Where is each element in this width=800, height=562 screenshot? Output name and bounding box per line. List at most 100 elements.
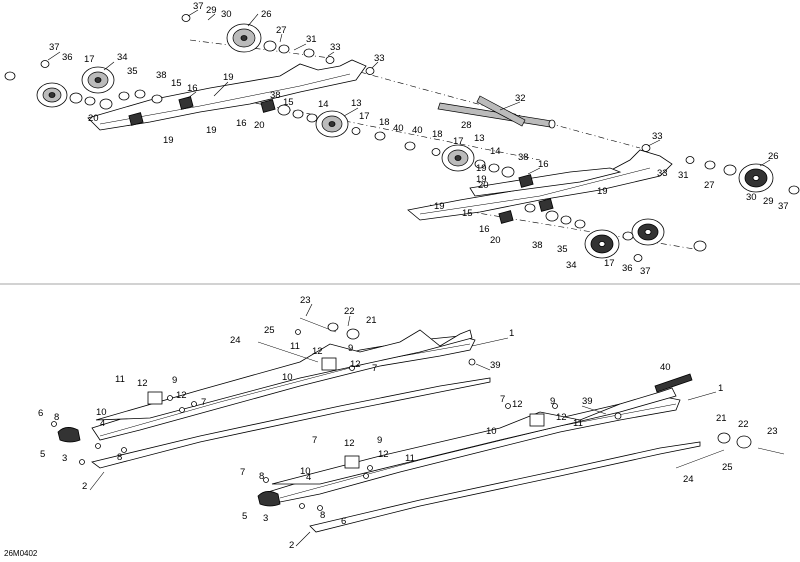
bottom-callouts: 23 22 21 25 24 11 12 1 9 12 39 10 7 11 1… (38, 295, 778, 551)
callout-label: 7 (201, 397, 206, 408)
stopper-block (321, 357, 337, 371)
callout-label: 36 (62, 52, 73, 63)
idler-wheel (631, 218, 665, 246)
stopper-block (147, 391, 163, 405)
end-cap (257, 491, 281, 507)
callout-label: 23 (300, 295, 311, 306)
callout-label: 27 (704, 180, 715, 191)
callout-label: 16 (187, 83, 198, 94)
stopper-block (529, 413, 545, 427)
callout-label: 40 (412, 125, 423, 136)
callout-label: 29 (763, 196, 774, 207)
stopper-block (344, 455, 360, 469)
callout-label: 27 (276, 25, 287, 36)
callout-label: 2 (82, 481, 87, 492)
callout-label: 11 (115, 374, 125, 385)
callout-label: 11 (290, 341, 300, 352)
callout-label: 6 (38, 408, 43, 419)
callout-label: 37 (778, 201, 789, 212)
callout-label: 1 (718, 383, 723, 394)
callout-label: 7 (500, 394, 505, 405)
leader-lines (47, 9, 771, 547)
end-cap (57, 427, 81, 443)
idler-wheel (441, 144, 475, 172)
callout-label: 10 (486, 426, 497, 437)
sleeve (736, 435, 752, 449)
callout-label: 16 (479, 224, 490, 235)
callout-label: 37 (640, 266, 651, 277)
drawing-reference-number: 26M0402 (4, 549, 38, 558)
callout-label: 12 (312, 346, 323, 357)
callout-label: 7 (240, 467, 245, 478)
callout-label: 15 (462, 208, 473, 219)
callout-label: 11 (573, 418, 583, 429)
slide-rail-detail (99, 343, 471, 437)
callout-label: 19 (223, 72, 234, 83)
callout-label: 9 (348, 343, 353, 354)
runner (91, 377, 491, 469)
callout-label: 12 (344, 438, 355, 449)
callout-label: 32 (515, 93, 526, 104)
callout-label: 40 (393, 123, 404, 134)
callout-label: 12 (350, 359, 361, 370)
callout-label: 20 (254, 120, 265, 131)
callout-label: 1 (509, 328, 514, 339)
callout-label: 4 (306, 472, 311, 483)
callout-label: 19 (434, 201, 445, 212)
callout-label: 17 (359, 111, 370, 122)
callout-label: 22 (344, 306, 355, 317)
callout-label: 21 (716, 413, 727, 424)
callout-label: 12 (378, 449, 389, 460)
callout-label: 10 (282, 372, 293, 383)
callout-label: 4 (100, 418, 105, 429)
callout-label: 38 (518, 152, 529, 163)
fasteners (51, 329, 622, 511)
bolt (257, 341, 319, 363)
callout-label: 19 (476, 174, 487, 185)
callout-label: 24 (230, 335, 241, 346)
callout-label: 7 (312, 435, 317, 446)
callout-label: 16 (538, 159, 549, 170)
callout-label: 25 (722, 462, 733, 473)
callout-label: 12 (176, 390, 187, 401)
callout-label: 9 (550, 396, 555, 407)
callout-label: 39 (490, 360, 501, 371)
bolt (675, 449, 725, 469)
callout-label: 3 (62, 453, 67, 464)
callout-label: 15 (283, 97, 294, 108)
shaft (476, 95, 526, 127)
callout-label: 35 (127, 66, 138, 77)
idler-wheel (584, 229, 620, 259)
callout-label: 20 (478, 180, 489, 191)
callout-label: 8 (259, 471, 264, 482)
shaft-end (548, 119, 556, 129)
callout-label: 33 (657, 168, 668, 179)
callout-label: 33 (652, 131, 663, 142)
callout-label: 13 (474, 133, 485, 144)
top-assembly (4, 14, 800, 262)
callout-label: 34 (117, 52, 128, 63)
callout-label: 30 (746, 192, 757, 203)
callout-label: 17 (453, 136, 464, 147)
idler-wheel (36, 82, 68, 108)
callout-label: 22 (738, 419, 749, 430)
callout-label: 38 (270, 90, 281, 101)
callout-label: 18 (432, 129, 443, 140)
callout-label: 36 (622, 263, 633, 274)
sleeve (327, 322, 339, 332)
sleeve (346, 328, 360, 340)
wear-strip (654, 373, 693, 393)
callout-label: 5 (40, 449, 45, 460)
bearing-set (4, 14, 800, 262)
callout-label: 30 (221, 9, 232, 20)
callout-label: 8 (117, 452, 122, 463)
callout-label: 18 (379, 117, 390, 128)
slide-rail-upper (271, 387, 677, 485)
idler-wheel (315, 110, 349, 138)
idler-wheel (226, 23, 262, 53)
callout-label: 20 (88, 113, 99, 124)
callout-label: 38 (156, 70, 167, 81)
callout-label: 39 (582, 396, 593, 407)
callout-label: 38 (532, 240, 543, 251)
